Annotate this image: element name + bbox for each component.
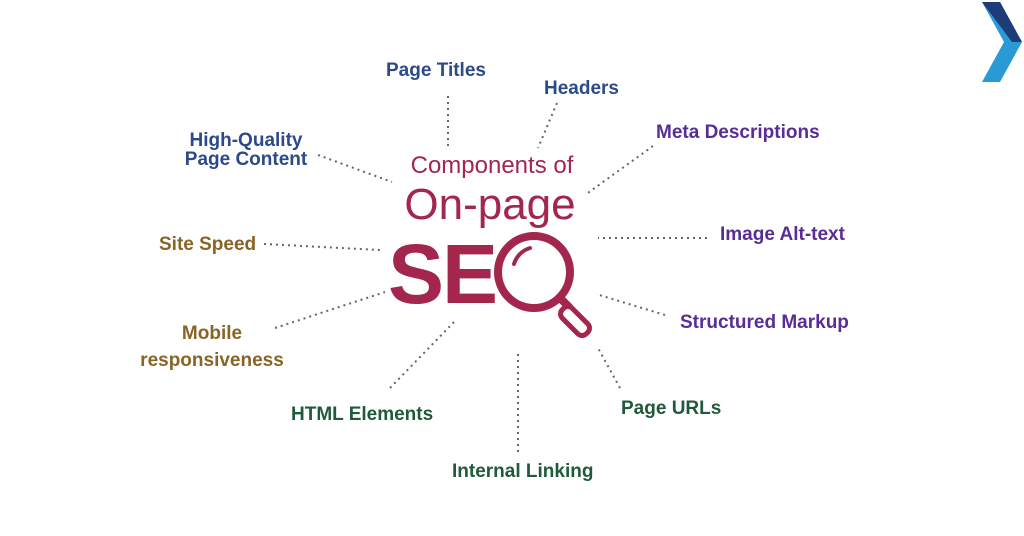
- label-meta-descriptions: Meta Descriptions: [656, 122, 820, 143]
- label-internal-linking: Internal Linking: [452, 461, 594, 482]
- label-page-urls: Page URLs: [621, 398, 722, 419]
- connector-meta-descriptions: [584, 145, 654, 196]
- label-image-alt-text: Image Alt-text: [720, 224, 845, 245]
- magnifying-glass-icon: [494, 232, 592, 338]
- title-seo: SE: [388, 227, 498, 321]
- label-mobile-responsiveness: Mobile responsiveness: [136, 320, 288, 374]
- title-components-of: Components of: [410, 152, 574, 179]
- label-site-speed: Site Speed: [159, 234, 257, 255]
- chevron-right-icon: [982, 2, 1022, 82]
- label-hq-line2: Page Content: [184, 149, 308, 170]
- label-headers: Headers: [544, 78, 619, 99]
- connector-structured-markup: [595, 293, 666, 316]
- title-on-page: On-page: [404, 180, 576, 229]
- label-hq-line1: High-Quality: [189, 130, 303, 151]
- connector-headers: [537, 102, 558, 149]
- label-page-titles: Page Titles: [386, 60, 486, 81]
- label-mobile-line2: responsiveness: [140, 350, 284, 371]
- label-structured-markup: Structured Markup: [680, 312, 849, 333]
- label-html-elements: HTML Elements: [291, 404, 434, 425]
- connector-page-urls: [597, 347, 621, 389]
- label-mobile-line1: Mobile: [181, 323, 243, 344]
- connector-high-quality: [317, 154, 393, 183]
- connector-html-elements: [389, 321, 455, 389]
- connector-mobile: [274, 291, 386, 329]
- label-high-quality-content: High-Quality Page Content: [176, 131, 316, 169]
- connector-site-speed: [263, 243, 381, 251]
